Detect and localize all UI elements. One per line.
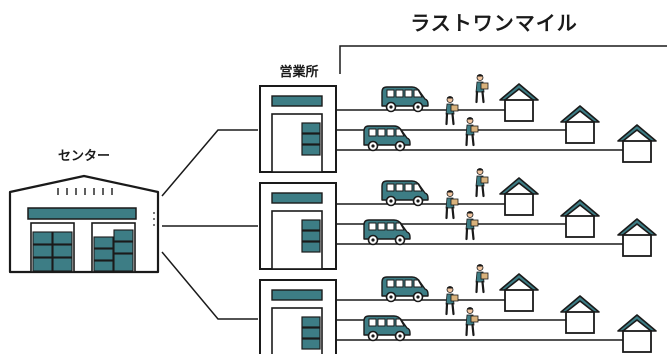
branch-office-icon: [259, 279, 337, 354]
house-icon: [499, 83, 539, 122]
delivery-route-row: [259, 263, 657, 354]
delivery-route-row: [259, 73, 657, 173]
branch-office-icon: [259, 85, 337, 173]
house-icon: [617, 218, 657, 257]
delivery-worker-icon: [464, 210, 480, 241]
delivery-worker-icon: [474, 263, 490, 294]
house-icon: [560, 295, 600, 334]
connector-dots: [153, 212, 155, 226]
delivery-worker-icon: [474, 73, 490, 104]
branch-office-label: 営業所: [279, 64, 318, 80]
warehouse-icon: [8, 174, 160, 274]
house-icon: [560, 105, 600, 144]
house-icon: [499, 273, 539, 312]
delivery-worker-icon: [464, 306, 480, 337]
van-icon: [381, 86, 429, 113]
van-icon: [381, 180, 429, 207]
last-mile-title: ラストワンマイル: [410, 11, 578, 35]
house-icon: [560, 199, 600, 238]
house-icon: [617, 314, 657, 353]
house-icon: [499, 177, 539, 216]
center-label: センター: [58, 149, 110, 164]
last-mile-bracket: [339, 45, 667, 74]
delivery-route-row: [259, 167, 657, 270]
house-icon: [617, 124, 657, 163]
delivery-worker-icon: [464, 116, 480, 147]
delivery-worker-icon: [444, 189, 460, 220]
branch-office-icon: [259, 182, 337, 270]
delivery-worker-icon: [474, 167, 490, 198]
delivery-worker-icon: [444, 285, 460, 316]
center-to-branch-lines: [161, 129, 258, 320]
delivery-worker-icon: [444, 95, 460, 126]
van-icon: [381, 276, 429, 303]
